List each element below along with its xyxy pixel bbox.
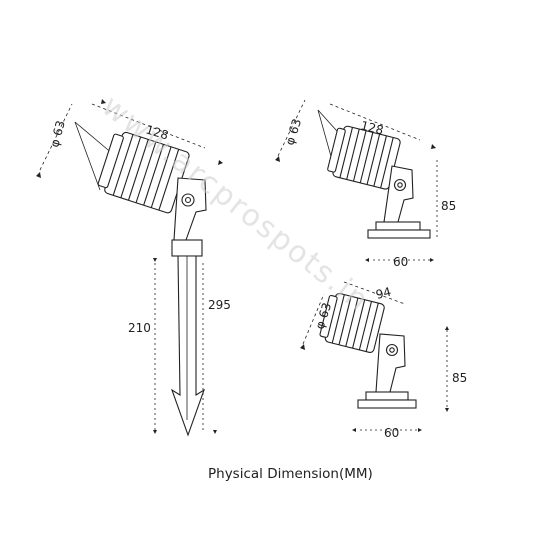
base-large-diameter-label: φ 63 <box>283 117 305 147</box>
spike-length-label: 128 <box>144 122 170 142</box>
spike-light-dimensions <box>36 99 223 434</box>
base-light-small-drawing <box>319 292 417 409</box>
diagram-caption: Physical Dimension(MM) <box>208 466 373 482</box>
base-large-base-width-label: 60 <box>393 255 408 269</box>
spike-diameter-label: φ 63 <box>47 119 68 149</box>
spike-light-drawing <box>74 121 207 437</box>
base-light-large-dimensions <box>275 99 438 262</box>
base-small-length-label: 94 <box>374 285 392 302</box>
spike-total-height-label: 210 <box>128 321 151 335</box>
base-light-large-drawing <box>317 109 431 239</box>
base-large-length-label: 128 <box>359 118 385 137</box>
base-large-height-label: 85 <box>441 199 456 213</box>
base-small-base-width-label: 60 <box>384 426 399 440</box>
watermark-text: www.arcprospots.in <box>95 89 376 319</box>
spike-stake-length-label: 295 <box>208 298 231 312</box>
base-light-small-dimensions <box>300 281 449 432</box>
base-small-height-label: 85 <box>452 371 467 385</box>
